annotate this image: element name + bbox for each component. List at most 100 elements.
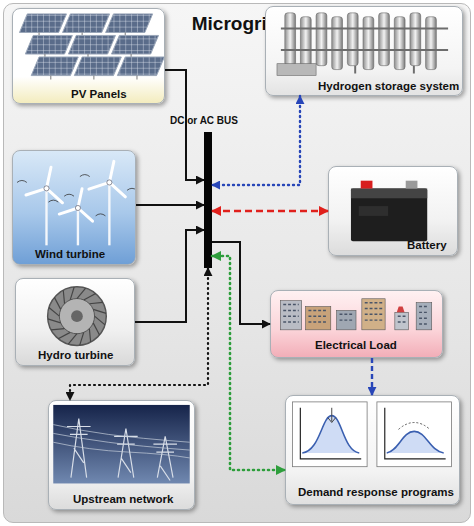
art-rect [306,307,331,330]
bus-label: DC or AC BUS [170,115,238,126]
art-rect [351,189,427,199]
component-box: Hydro turbine [15,278,135,366]
art-line [419,317,429,318]
art-line [78,189,82,208]
art-polygon [19,14,66,33]
art-rect [362,299,385,330]
connector-arrow [135,230,204,322]
art-rect [394,17,405,70]
art-line [108,182,110,245]
art-line [398,321,406,322]
art-line [48,319,61,323]
art-line [54,297,60,309]
art-circle [107,180,112,185]
art-line [136,76,137,80]
component-illustration [13,151,135,264]
connector-arrow [212,256,285,470]
art-rect [361,181,373,189]
art-polygon [117,57,164,76]
connector-arrow [212,242,270,324]
art-rect [426,17,437,70]
art-line [419,312,429,313]
art-path [48,200,105,216]
art-line [93,309,106,313]
art-circle [44,186,49,191]
art-line [58,332,70,338]
art-line [95,316,105,325]
art-line [365,314,382,315]
art-line [26,188,47,195]
art-path [80,175,135,191]
art-line [340,319,354,320]
art-line [109,161,114,182]
art-line [419,306,429,307]
art-line [308,310,327,311]
art-path [387,431,444,453]
art-line [68,334,77,344]
art-line [80,332,84,345]
component-label: Wind turbine [35,248,105,260]
art-line [365,302,382,303]
art-polygon [63,14,110,33]
component-illustration [49,401,194,509]
art-rect [292,402,367,467]
component-label: Battery [407,239,447,251]
art-circle [75,205,80,210]
art-line [89,182,110,189]
bus-bar: DC or AC BUS [204,132,212,268]
art-line [59,208,78,214]
art-rect [285,13,296,66]
component-label: Demand response programs [298,486,454,498]
art-path [17,180,74,196]
art-polygon [31,57,78,76]
art-path [153,436,177,480]
art-line [93,76,94,80]
art-line [283,316,299,317]
art-line [63,290,64,303]
art-rect [316,13,327,66]
art-rect [53,405,189,484]
art-rect [410,13,421,66]
component-box: Battery [328,166,458,256]
connector-arrow [212,96,300,185]
art-polygon [106,14,153,33]
art-line [45,188,47,245]
component-label: Hydrogen storage system [318,80,459,92]
art-path [385,408,446,459]
art-circle [71,310,83,322]
art-path [328,408,336,423]
art-line [419,323,429,324]
art-rect [416,303,432,330]
art-polygon [68,35,115,54]
art-line [365,319,382,320]
connector-arrow [136,204,204,206]
art-rect [280,301,301,330]
art-line [89,329,90,342]
component-box: Hydrogen storage system [265,6,463,96]
art-line [89,302,102,303]
art-rect [379,13,390,66]
art-rect [406,181,418,189]
art-polygon [25,35,72,54]
component-label: Hydro turbine [38,349,113,361]
art-line [365,308,382,309]
art-line [308,316,327,317]
art-line [109,182,125,196]
art-rect [359,206,388,216]
art-line [77,288,86,298]
art-line [283,310,299,311]
art-path [399,423,430,430]
art-line [70,287,74,300]
art-line [46,167,51,188]
art-rect [363,17,374,70]
art-line [77,208,79,245]
art-line [308,321,327,322]
art-path [397,307,405,313]
art-line [51,329,64,330]
component-box: Wind turbine [12,150,136,265]
connector-arrow [212,210,328,213]
art-rect [332,17,343,70]
art-rect [347,13,358,66]
art-rect [337,310,356,329]
